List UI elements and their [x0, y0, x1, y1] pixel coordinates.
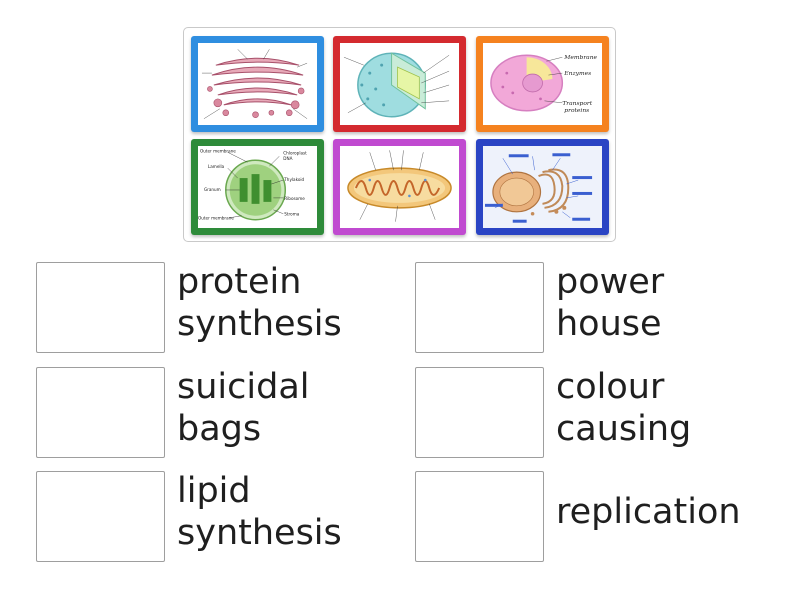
outer-membrane-bottom-text: Outer membrane	[198, 216, 234, 221]
lamella-text: Lamella	[208, 164, 225, 169]
label-power-house: power house	[556, 262, 665, 344]
enzymes-text: Enzymes	[563, 70, 591, 77]
membrane-enzymes-image[interactable]: Membrane Enzymes Transport proteins	[476, 36, 609, 132]
stroma-text: Stroma	[284, 212, 299, 217]
cell-diagram-image[interactable]	[333, 36, 466, 132]
golgi-apparatus-picture	[198, 43, 317, 125]
label-colour-causing: colour causing	[556, 367, 692, 449]
membrane-enzymes-picture: Membrane Enzymes Transport proteins	[483, 43, 602, 125]
proteins-text: proteins	[564, 107, 589, 114]
drop-slot-colour-causing[interactable]	[415, 367, 544, 458]
membrane-text: Membrane	[563, 54, 597, 61]
label-suicidal-bags: suicidal bags	[177, 367, 310, 449]
dna-text: DNA	[283, 156, 292, 161]
label-lipid-synthesis: lipid synthesis	[177, 471, 342, 553]
drop-slot-protein-synthesis[interactable]	[36, 262, 165, 353]
mitochondrion-picture	[340, 146, 459, 228]
label-replication: replication	[556, 492, 741, 532]
golgi-er-image[interactable]	[476, 139, 609, 235]
chloroplast-image[interactable]: Outer membrane Lamella Granum Outer memb…	[191, 139, 324, 235]
outer-membrane-top-text: Outer membrane	[200, 148, 236, 153]
label-protein-synthesis: protein synthesis	[177, 262, 342, 344]
cell-diagram-picture	[340, 43, 459, 125]
ribosome-text: Ribosome	[284, 196, 305, 201]
mitochondrion-image[interactable]	[333, 139, 466, 235]
golgi-er-picture	[483, 146, 602, 228]
drop-slot-suicidal-bags[interactable]	[36, 367, 165, 458]
drop-slot-replication[interactable]	[415, 471, 544, 562]
golgi-apparatus-image[interactable]	[191, 36, 324, 132]
chloroplast-text: Chloroplast	[283, 150, 307, 155]
chloroplast-picture: Outer membrane Lamella Granum Outer memb…	[198, 146, 317, 228]
drop-slot-lipid-synthesis[interactable]	[36, 471, 165, 562]
granum-text: Granum	[204, 187, 221, 192]
drop-slot-power-house[interactable]	[415, 262, 544, 353]
thylakoid-text: Thylakoid	[283, 177, 304, 182]
transport-text: Transport	[562, 100, 592, 107]
